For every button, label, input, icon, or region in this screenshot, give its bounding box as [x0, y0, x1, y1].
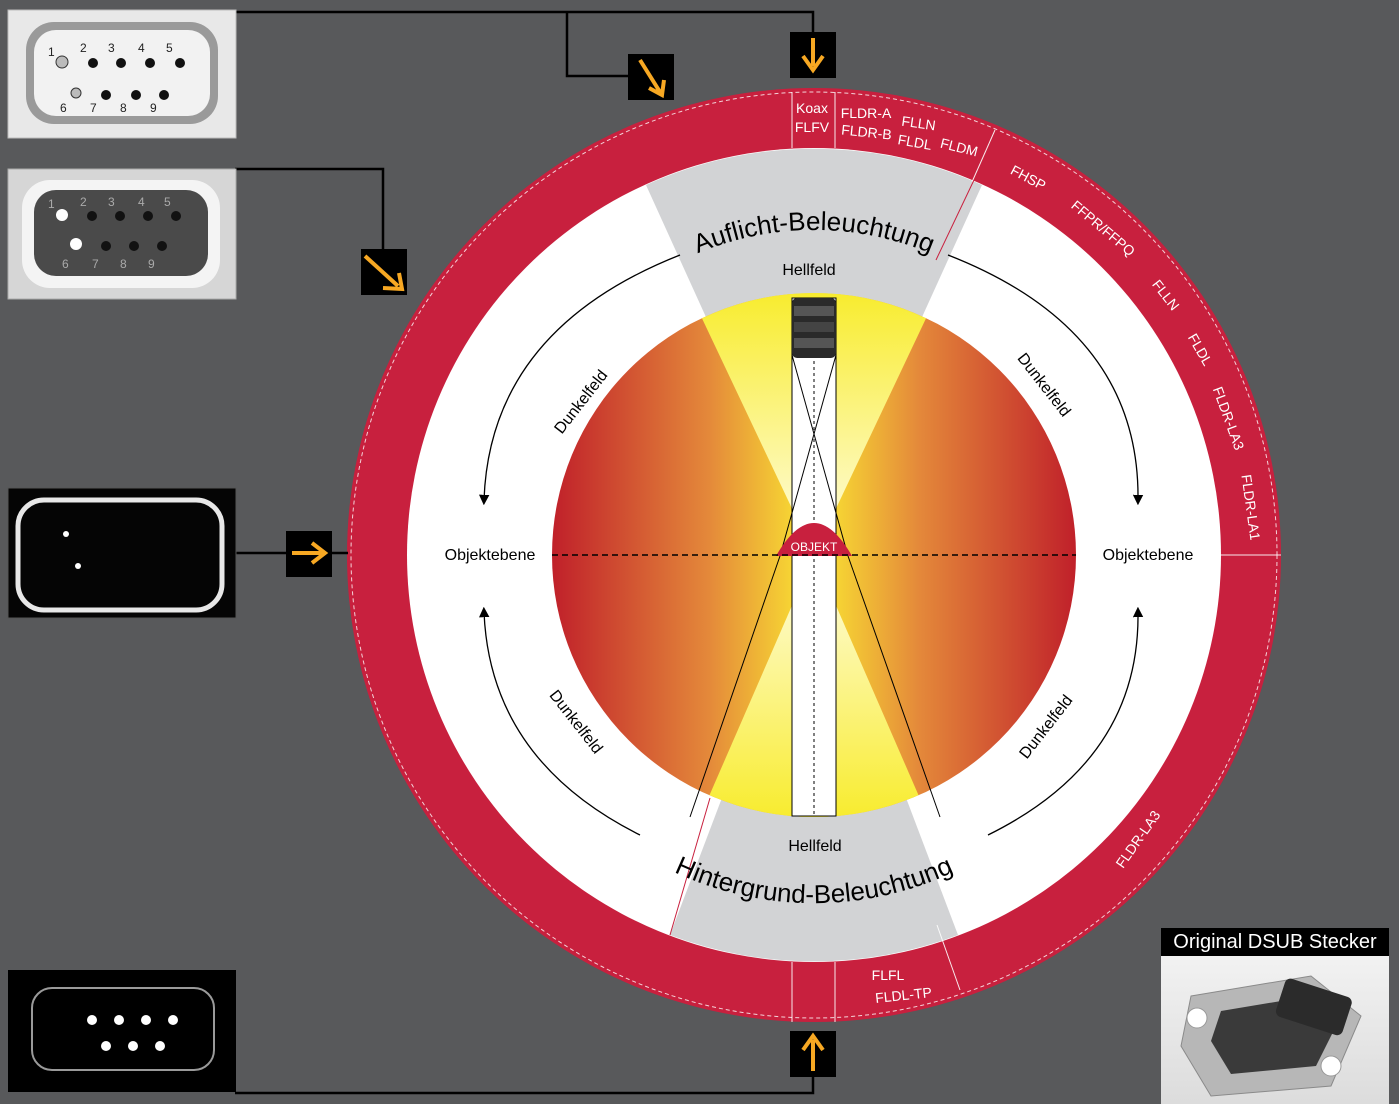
svg-text:4: 4	[138, 41, 145, 55]
svg-text:2: 2	[80, 195, 87, 209]
svg-text:4: 4	[138, 195, 145, 209]
svg-text:9: 9	[150, 101, 157, 115]
connector-image-1: 1 2 3 4 5 6 7 8 9	[7, 9, 237, 139]
connector-image-2: 1 2 3 4 5 6 7 8 9	[7, 168, 237, 300]
objektebene-left: Objektebene	[445, 547, 536, 564]
label-fldr-b: FLDR-B	[841, 121, 893, 142]
label-fldr-a: FLDR-A	[841, 105, 892, 121]
svg-text:5: 5	[166, 41, 173, 55]
connector-image-3	[7, 487, 237, 619]
arrow-box-bottom	[790, 1031, 836, 1077]
objektebene-right: Objektebene	[1103, 547, 1194, 564]
svg-text:3: 3	[108, 41, 115, 55]
dsub-photo	[1161, 956, 1389, 1104]
svg-text:1: 1	[48, 45, 55, 59]
svg-text:7: 7	[92, 257, 99, 271]
svg-text:3: 3	[108, 195, 115, 209]
svg-text:6: 6	[60, 101, 67, 115]
connector-lines	[235, 10, 815, 1095]
camera-icon	[792, 298, 836, 358]
hellfeld-bottom: Hellfeld	[788, 838, 841, 855]
label-fldl-top: FLDL	[897, 131, 934, 153]
label-flln-top: FLLN	[901, 113, 937, 134]
connector-image-4	[8, 970, 236, 1092]
svg-text:5: 5	[164, 195, 171, 209]
dunkelfeld-arrows	[478, 254, 1144, 836]
arrow-box-middle	[286, 531, 332, 577]
label-flfv: FLFV	[795, 119, 830, 135]
svg-text:9: 9	[148, 257, 155, 271]
label-fldl-tp: FLDL-TP	[874, 984, 932, 1006]
svg-text:6: 6	[62, 257, 69, 271]
svg-text:1: 1	[48, 197, 55, 211]
svg-text:7: 7	[90, 101, 97, 115]
arrow-box-second-diag	[361, 249, 407, 295]
arrow-box-top-diag	[628, 54, 674, 100]
svg-text:2: 2	[80, 41, 87, 55]
svg-text:8: 8	[120, 101, 127, 115]
objekt-label: OBJEKT	[791, 540, 838, 554]
svg-text:8: 8	[120, 257, 127, 271]
object-shape	[776, 523, 852, 556]
arrow-box-top-center	[790, 32, 836, 78]
hellfeld-top: Hellfeld	[782, 262, 835, 279]
label-koax: Koax	[796, 100, 828, 116]
photo-title: Original DSUB Stecker	[1161, 928, 1389, 956]
label-flfl: FLFL	[872, 967, 905, 983]
